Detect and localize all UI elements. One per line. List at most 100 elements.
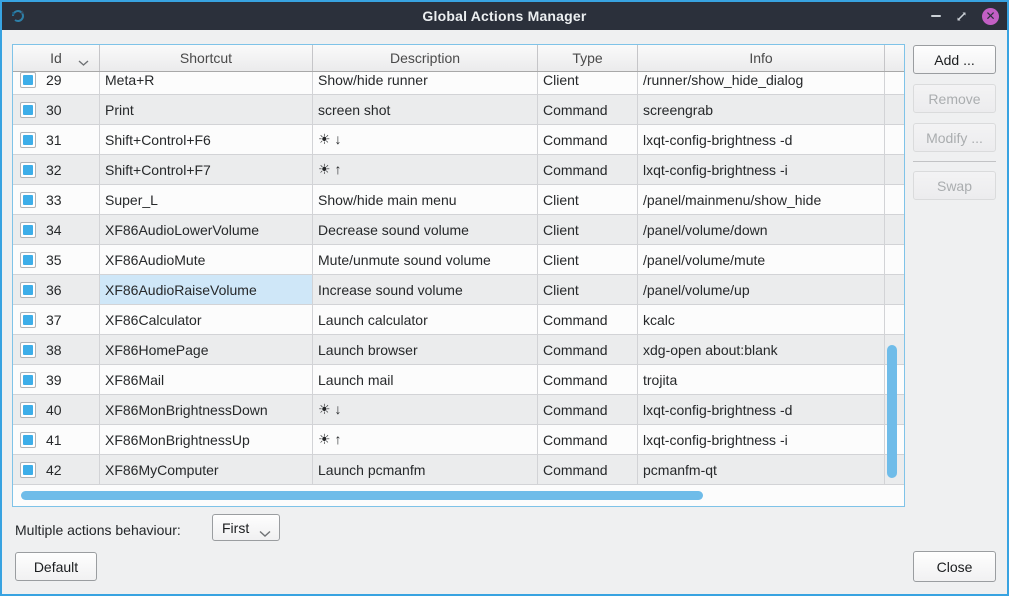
column-header-description[interactable]: Description bbox=[313, 45, 538, 71]
cell-id[interactable]: 32 bbox=[13, 155, 100, 184]
cell-shortcut[interactable]: Shift+Control+F6 bbox=[100, 125, 313, 154]
cell-info[interactable]: trojita bbox=[638, 365, 885, 394]
row-checkbox[interactable] bbox=[20, 221, 36, 238]
cell-description[interactable]: ☀ ↓ bbox=[313, 125, 538, 154]
cell-type[interactable]: Command bbox=[538, 425, 638, 454]
cell-info[interactable]: /panel/volume/up bbox=[638, 275, 885, 304]
cell-id[interactable]: 35 bbox=[13, 245, 100, 274]
cell-shortcut[interactable]: XF86AudioMute bbox=[100, 245, 313, 274]
row-checkbox[interactable] bbox=[20, 131, 36, 148]
row-checkbox[interactable] bbox=[20, 371, 36, 388]
cell-type[interactable]: Command bbox=[538, 455, 638, 484]
cell-info[interactable]: lxqt-config-brightness -d bbox=[638, 395, 885, 424]
cell-shortcut[interactable]: Print bbox=[100, 95, 313, 124]
cell-id[interactable]: 40 bbox=[13, 395, 100, 424]
cell-description[interactable]: ☀ ↑ bbox=[313, 155, 538, 184]
cell-id[interactable]: 41 bbox=[13, 425, 100, 454]
close-icon[interactable]: ✕ bbox=[982, 7, 999, 25]
cell-shortcut[interactable]: XF86MonBrightnessDown bbox=[100, 395, 313, 424]
cell-shortcut[interactable]: Super_L bbox=[100, 185, 313, 214]
column-header-shortcut[interactable]: Shortcut bbox=[100, 45, 313, 71]
cell-description[interactable]: Launch pcmanfm bbox=[313, 455, 538, 484]
cell-type[interactable]: Command bbox=[538, 335, 638, 364]
cell-type[interactable]: Command bbox=[538, 95, 638, 124]
row-checkbox[interactable] bbox=[20, 251, 36, 268]
behaviour-select[interactable]: First bbox=[212, 514, 280, 541]
cell-description[interactable]: Show/hide main menu bbox=[313, 185, 538, 214]
cell-shortcut[interactable]: Shift+Control+F7 bbox=[100, 155, 313, 184]
cell-info[interactable]: lxqt-config-brightness -d bbox=[638, 125, 885, 154]
add-button[interactable]: Add ... bbox=[913, 45, 996, 74]
row-checkbox[interactable] bbox=[20, 311, 36, 328]
cell-info[interactable]: lxqt-config-brightness -i bbox=[638, 155, 885, 184]
cell-description[interactable]: Mute/unmute sound volume bbox=[313, 245, 538, 274]
cell-shortcut[interactable]: XF86MyComputer bbox=[100, 455, 313, 484]
cell-id[interactable]: 31 bbox=[13, 125, 100, 154]
row-checkbox[interactable] bbox=[20, 341, 36, 358]
cell-description[interactable]: Launch calculator bbox=[313, 305, 538, 334]
cell-type[interactable]: Command bbox=[538, 365, 638, 394]
cell-id[interactable]: 29 bbox=[13, 72, 100, 94]
cell-id[interactable]: 39 bbox=[13, 365, 100, 394]
default-button[interactable]: Default bbox=[15, 552, 97, 581]
cell-info[interactable]: screengrab bbox=[638, 95, 885, 124]
cell-info[interactable]: lxqt-config-brightness -i bbox=[638, 425, 885, 454]
cell-description[interactable]: Increase sound volume bbox=[313, 275, 538, 304]
cell-info[interactable]: xdg-open about:blank bbox=[638, 335, 885, 364]
column-header-type[interactable]: Type bbox=[538, 45, 638, 71]
cell-id[interactable]: 42 bbox=[13, 455, 100, 484]
row-checkbox[interactable] bbox=[20, 101, 36, 118]
row-checkbox[interactable] bbox=[20, 461, 36, 478]
titlebar[interactable]: Global Actions Manager ✕ bbox=[2, 2, 1007, 30]
cell-type[interactable]: Client bbox=[538, 72, 638, 94]
row-checkbox[interactable] bbox=[20, 161, 36, 178]
cell-type[interactable]: Client bbox=[538, 245, 638, 274]
cell-id[interactable]: 34 bbox=[13, 215, 100, 244]
cell-description[interactable]: Show/hide runner bbox=[313, 72, 538, 94]
cell-description[interactable]: Launch mail bbox=[313, 365, 538, 394]
cell-info[interactable]: /panel/volume/down bbox=[638, 215, 885, 244]
column-header-id[interactable]: Id bbox=[13, 45, 100, 71]
cell-description[interactable]: Launch browser bbox=[313, 335, 538, 364]
cell-id[interactable]: 33 bbox=[13, 185, 100, 214]
cell-shortcut[interactable]: Meta+R bbox=[100, 72, 313, 94]
cell-info[interactable]: pcmanfm-qt bbox=[638, 455, 885, 484]
cell-info[interactable]: /panel/mainmenu/show_hide bbox=[638, 185, 885, 214]
cell-type[interactable]: Client bbox=[538, 185, 638, 214]
cell-type[interactable]: Client bbox=[538, 275, 638, 304]
cell-description[interactable]: ☀ ↑ bbox=[313, 425, 538, 454]
cell-description[interactable]: Decrease sound volume bbox=[313, 215, 538, 244]
cell-type[interactable]: Command bbox=[538, 125, 638, 154]
cell-description[interactable]: screen shot bbox=[313, 95, 538, 124]
cell-type[interactable]: Command bbox=[538, 155, 638, 184]
cell-shortcut[interactable]: XF86AudioRaiseVolume bbox=[100, 275, 313, 304]
cell-id[interactable]: 36 bbox=[13, 275, 100, 304]
row-checkbox[interactable] bbox=[20, 281, 36, 298]
cell-id[interactable]: 38 bbox=[13, 335, 100, 364]
remove-button[interactable]: Remove bbox=[913, 84, 996, 113]
swap-button[interactable]: Swap bbox=[913, 171, 996, 200]
row-checkbox[interactable] bbox=[20, 401, 36, 418]
row-checkbox[interactable] bbox=[20, 191, 36, 208]
cell-info[interactable]: /runner/show_hide_dialog bbox=[638, 72, 885, 94]
cell-shortcut[interactable]: XF86Mail bbox=[100, 365, 313, 394]
vertical-scrollbar[interactable] bbox=[887, 345, 897, 478]
modify-button[interactable]: Modify ... bbox=[913, 123, 996, 152]
cell-id[interactable]: 37 bbox=[13, 305, 100, 334]
cell-info[interactable]: /panel/volume/mute bbox=[638, 245, 885, 274]
row-checkbox[interactable] bbox=[20, 431, 36, 448]
cell-info[interactable]: kcalc bbox=[638, 305, 885, 334]
